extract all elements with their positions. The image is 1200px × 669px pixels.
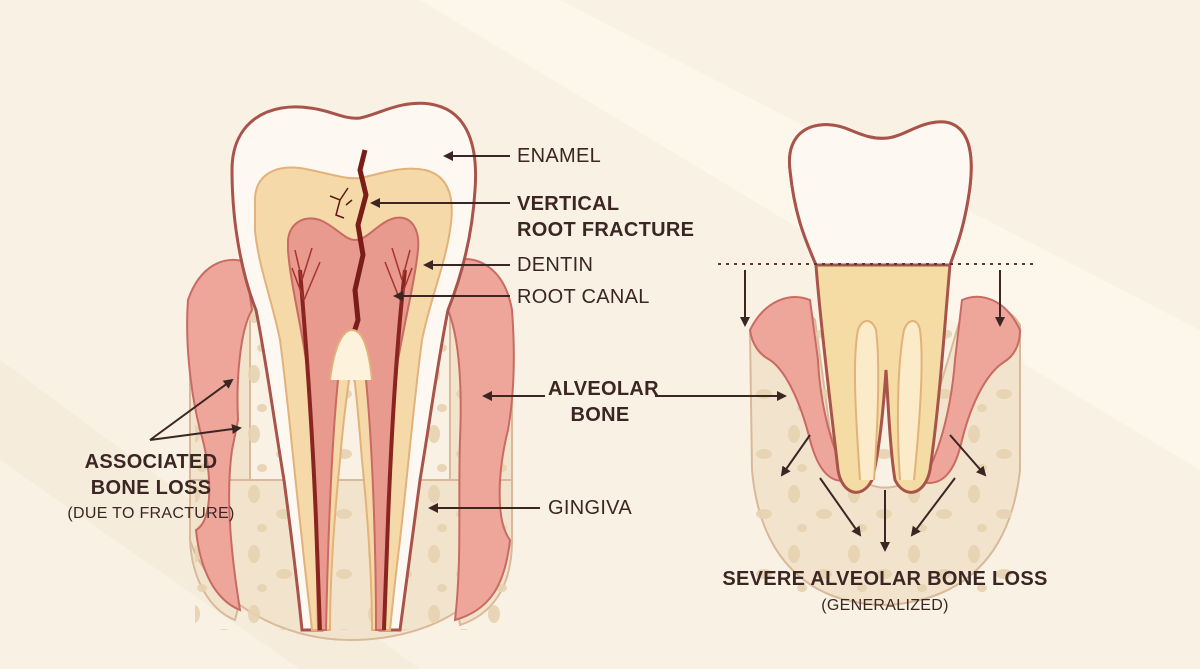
arrow-loss-5 bbox=[949, 434, 987, 477]
label-dentin: DENTIN bbox=[517, 254, 594, 276]
arrow-loss-1 bbox=[780, 434, 811, 477]
label-fracture-line2: ROOT FRACTURE bbox=[517, 219, 695, 241]
label-severe-line2: (GENERALIZED) bbox=[821, 597, 949, 614]
arrow-loss-4 bbox=[910, 477, 956, 537]
label-gingiva: GINGIVA bbox=[548, 497, 632, 519]
label-arrows bbox=[149, 151, 1005, 552]
left-tooth bbox=[186, 101, 515, 642]
right-gingiva-right bbox=[920, 295, 1022, 484]
arrow-assoc-upper bbox=[149, 378, 234, 441]
vertical-root-fracture-line bbox=[347, 149, 369, 346]
right-tooth bbox=[718, 120, 1035, 607]
label-enamel: ENAMEL bbox=[517, 145, 602, 167]
label-fracture-line1: VERTICAL bbox=[517, 193, 620, 215]
label-assoc-line3: (DUE TO FRACTURE) bbox=[67, 505, 235, 522]
label-assoc-line1: ASSOCIATED bbox=[84, 451, 218, 473]
arrow-assoc-lower bbox=[149, 424, 242, 441]
left-nerve-branches bbox=[291, 247, 413, 301]
label-assoc-line2: BONE LOSS bbox=[90, 477, 212, 499]
arrow-loss-2 bbox=[819, 477, 862, 537]
label-severe-line1: SEVERE ALVEOLAR BONE LOSS bbox=[722, 568, 1048, 590]
label-alveolar-line2: BONE bbox=[570, 404, 630, 426]
right-gingiva-left bbox=[748, 296, 852, 482]
left-gingiva-left bbox=[186, 258, 254, 612]
label-root-canal: ROOT CANAL bbox=[517, 286, 650, 308]
label-alveolar-line1: ALVEOLAR bbox=[548, 378, 659, 400]
right-enamel bbox=[787, 120, 973, 267]
